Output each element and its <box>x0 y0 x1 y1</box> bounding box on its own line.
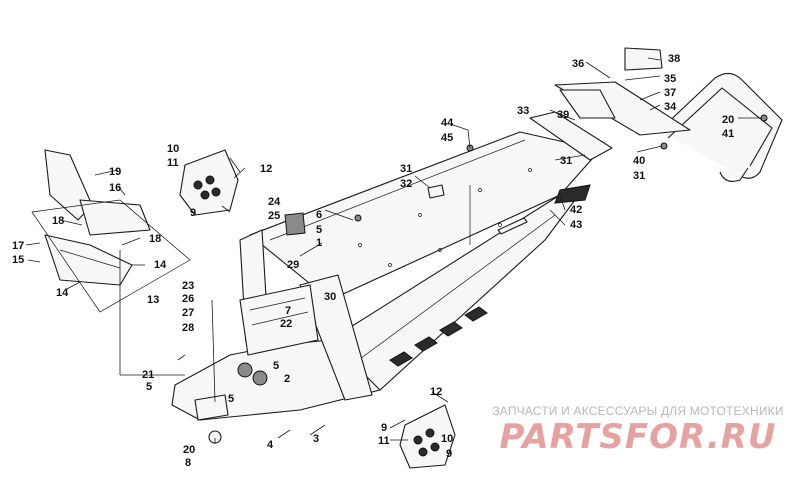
callout-label: 19 <box>109 166 121 178</box>
callout-label: 14 <box>154 259 167 271</box>
callout-label: 40 <box>633 155 645 167</box>
watermark: ЗАПЧАСТИ И АКСЕССУАРЫ ДЛЯ МОТОТЕХНИКИ PA… <box>488 404 788 454</box>
callout-label: 10 <box>441 433 453 445</box>
tunnel-side-rail <box>329 194 576 391</box>
callout-label: 31 <box>633 170 645 182</box>
callout-label: 30 <box>324 291 336 303</box>
callout-label: 18 <box>52 215 64 227</box>
rear-plate <box>529 47 691 204</box>
callout-label: 6 <box>316 209 322 221</box>
callout-label: 23 <box>182 280 194 292</box>
callout-label: 7 <box>285 305 291 317</box>
callout-label: 10 <box>167 143 179 155</box>
callout-label: 13 <box>147 294 159 306</box>
callout-label: 24 <box>268 196 281 208</box>
callout-label: 43 <box>570 219 582 231</box>
callout-label: 11 <box>378 435 390 447</box>
callout-label: 18 <box>149 233 161 245</box>
callout-label: 11 <box>167 157 179 169</box>
callout-label: 1 <box>316 237 322 249</box>
callout-label: 33 <box>517 105 529 117</box>
callout-label: 5 <box>228 393 234 405</box>
callout-label: 34 <box>664 101 677 113</box>
callout-label: 5 <box>146 381 152 393</box>
callout-label: 4 <box>267 439 274 451</box>
callout-label: 38 <box>668 53 680 65</box>
callout-label: 29 <box>287 259 299 271</box>
callout-label: 35 <box>664 73 676 85</box>
front-frame <box>171 229 381 421</box>
callout-labels: 1 2 3 4 5 5 5 5 6 7 8 9 9 9 10 10 11 11 … <box>12 53 734 469</box>
callout-label: 31 <box>400 163 412 175</box>
callout-label: 9 <box>190 207 196 219</box>
callout-label: 5 <box>316 224 322 236</box>
callout-label: 25 <box>268 210 280 222</box>
callout-label: 37 <box>664 87 676 99</box>
callout-label: 20 <box>183 444 195 456</box>
leader-lines <box>25 57 762 444</box>
callout-label: 20 <box>722 114 734 126</box>
left-mount-brackets <box>31 149 191 313</box>
callout-label: 26 <box>182 293 194 305</box>
callout-label: 14 <box>56 287 69 299</box>
callout-label: 2 <box>284 373 290 385</box>
callout-label: 12 <box>430 386 442 398</box>
watermark-tagline: ЗАПЧАСТИ И АКСЕССУАРЫ ДЛЯ МОТОТЕХНИКИ <box>492 404 784 418</box>
callout-label: 12 <box>260 163 272 175</box>
callout-label: 22 <box>280 318 292 330</box>
callout-label: 41 <box>722 128 734 140</box>
upper-reinforcement-plate <box>179 149 239 216</box>
callout-label: 3 <box>313 433 319 445</box>
callout-label: 15 <box>12 254 24 266</box>
callout-label: 36 <box>572 58 584 70</box>
callout-label: 9 <box>446 448 452 460</box>
callout-label: 21 <box>142 369 154 381</box>
callout-label: 16 <box>109 182 121 194</box>
callout-label: 9 <box>381 422 387 434</box>
callout-label: 45 <box>441 132 453 144</box>
callout-label: 39 <box>557 109 569 121</box>
rear-bumper <box>659 72 783 182</box>
watermark-logo: PARTSFOR.RU <box>499 417 777 457</box>
callout-label: 8 <box>185 457 191 469</box>
callout-label: 5 <box>273 360 279 372</box>
callout-label: 42 <box>570 204 582 216</box>
callout-label: 27 <box>182 307 194 319</box>
callout-label: 44 <box>441 117 454 129</box>
callout-label: 31 <box>560 155 572 167</box>
callout-label: 28 <box>182 322 194 334</box>
lower-reinforcement-plate <box>399 404 456 469</box>
callout-label: 32 <box>400 178 412 190</box>
callout-label: 17 <box>12 240 24 252</box>
